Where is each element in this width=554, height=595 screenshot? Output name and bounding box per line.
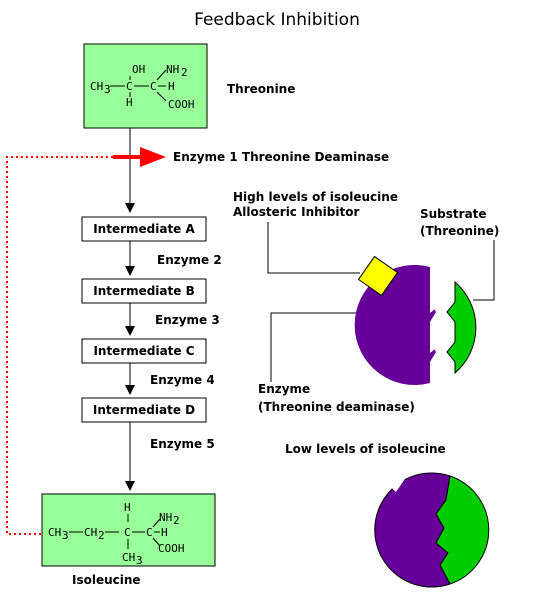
feedback-dotted-line: [6, 156, 113, 535]
svg-text:3: 3: [136, 554, 143, 567]
substrate-pointer-line: [473, 240, 495, 301]
svg-text:3: 3: [62, 529, 69, 542]
svg-text:CH: CH: [90, 80, 103, 93]
enzyme-name-label: (Threonine deaminase): [258, 400, 415, 414]
enzyme-notch-1: [430, 297, 440, 313]
intermediate-c-box: [81, 338, 207, 364]
diagram-title: Feedback Inhibition: [194, 10, 360, 30]
enzyme4-label: Enzyme 4: [150, 373, 215, 387]
allosteric-inhibitor-shape: [357, 255, 399, 297]
svg-text:NH: NH: [159, 511, 172, 524]
svg-text:C: C: [146, 526, 153, 539]
substrate-shape-high: [446, 280, 477, 375]
enzyme-low-notch: [383, 476, 407, 492]
svg-text:2: 2: [173, 514, 180, 527]
svg-text:2: 2: [181, 66, 188, 79]
enzyme5-label: Enzyme 5: [150, 437, 215, 451]
allosteric-inhibitor-label: Allosteric Inhibitor: [233, 205, 359, 219]
intermediate-a-label: Intermediate A: [93, 222, 195, 236]
enzyme-pointer-line: [270, 312, 366, 382]
inhibitor-pointer-line: [267, 222, 360, 274]
svg-text:CH: CH: [122, 551, 135, 564]
svg-text:C: C: [150, 80, 157, 93]
svg-text:COOH: COOH: [158, 542, 185, 555]
intermediate-c-label: Intermediate C: [93, 344, 194, 358]
intermediate-b-box: [81, 278, 207, 304]
isoleucine-formula: H CH 3 CH 2 C C H NH 2 COOH CH 3: [48, 501, 185, 567]
svg-text:C: C: [124, 526, 131, 539]
intermediate-d-box: [81, 397, 207, 423]
svg-text:C: C: [126, 80, 133, 93]
substrate-shape-low: [435, 475, 490, 585]
enzyme-label: Enzyme: [258, 382, 310, 396]
isoleucine-label: Isoleucine: [72, 573, 141, 587]
enzyme2-label: Enzyme 2: [157, 253, 222, 267]
enzyme-body-low: [374, 472, 451, 588]
svg-text:NH: NH: [166, 63, 179, 76]
svg-text:2: 2: [98, 529, 105, 542]
enzyme-notch-2: [430, 337, 440, 353]
intermediate-a-box: [81, 216, 207, 242]
intermediate-b-label: Intermediate B: [93, 284, 194, 298]
svg-text:H: H: [126, 96, 133, 109]
enzyme-body-high: [354, 265, 436, 385]
svg-text:CH: CH: [84, 526, 97, 539]
svg-text:H: H: [161, 526, 168, 539]
substrate-name-label: (Threonine): [420, 224, 499, 238]
svg-text:H: H: [124, 501, 131, 514]
enzyme3-label: Enzyme 3: [155, 313, 220, 327]
svg-text:CH: CH: [48, 526, 61, 539]
enzyme1-label: Enzyme 1 Threonine Deaminase: [173, 150, 389, 164]
substrate-label: Substrate: [420, 207, 487, 221]
svg-text:OH: OH: [132, 63, 145, 76]
threonine-label: Threonine: [227, 82, 295, 96]
threonine-formula: OH NH 2 CH 3 C C H H COOH: [90, 63, 195, 111]
low-levels-label: Low levels of isoleucine: [285, 442, 446, 456]
high-levels-label: High levels of isoleucine: [233, 190, 398, 204]
intermediate-d-label: Intermediate D: [93, 403, 195, 417]
feedback-arrow: [113, 147, 166, 167]
svg-text:H: H: [168, 80, 175, 93]
svg-text:3: 3: [104, 83, 111, 96]
svg-text:COOH: COOH: [168, 98, 195, 111]
isoleucine-box: [41, 493, 216, 567]
